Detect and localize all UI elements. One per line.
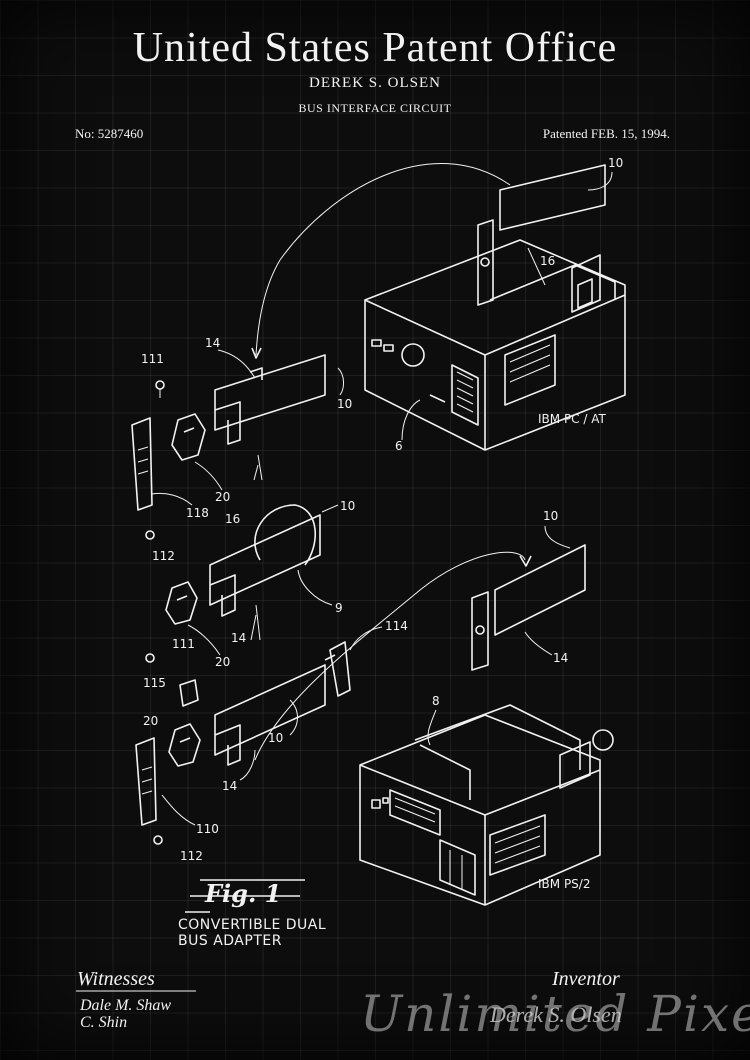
ref-10-top: 10 [608,156,623,170]
inventor-name: DEREK S. OLSEN [309,75,441,91]
adapter-assembly-lower [135,641,351,845]
ref-14-b: 14 [231,631,246,645]
ref-16-b: 16 [225,512,240,526]
ref-14-d: 14 [553,651,568,665]
ref-118: 118 [186,506,209,520]
caption-line-1: CONVERTIBLE DUAL [178,917,327,933]
witness-name-2: C. Shin [80,1014,128,1031]
ref-20-a: 20 [215,490,230,504]
inventor-signature: Derek S. Olsen [490,1002,622,1027]
ibm-pc-at-computer [364,164,626,451]
patent-date: Patented FEB. 15, 1994. [542,126,670,141]
adapter-assembly-middle [145,504,321,641]
ibm-ps2-computer [359,544,614,906]
ref-16-top: 16 [540,254,555,268]
figure-label: Fig. 1 [204,879,281,908]
ref-110: 110 [196,822,219,836]
inventor-heading: Inventor [552,968,620,990]
ref-115: 115 [143,676,166,690]
ref-111-b: 111 [172,637,195,651]
witness-rule [76,990,196,992]
ref-14-a: 14 [205,336,220,350]
page-title: United States Patent Office [132,25,618,71]
ref-20-c: 20 [143,714,158,728]
ref-112-a: 112 [152,549,175,563]
adapter-assembly-upper [131,354,326,511]
invention-title: BUS INTERFACE CIRCUIT [298,101,452,115]
caption-line-2: BUS ADAPTER [178,933,282,949]
figure-caption: CONVERTIBLE DUAL BUS ADAPTER [178,917,326,949]
ref-10-b: 10 [340,499,355,513]
ref-20-b: 20 [215,655,230,669]
ref-112-b: 112 [180,849,203,863]
ref-114: 114 [385,619,408,633]
ref-6: 6 [395,439,403,453]
label-ibm-ps2: IBM PS/2 [538,877,590,891]
ref-10-c: 10 [268,731,283,745]
figure-label-block: Fig. 1 [185,879,305,913]
label-ibm-pc-at: IBM PC / AT [538,412,607,426]
witness-name-1: Dale M. Shaw [80,997,172,1014]
ref-10-a: 10 [337,397,352,411]
ref-9: 9 [335,601,343,615]
ref-10-d: 10 [543,509,558,523]
witnesses-heading: Witnesses [77,968,155,990]
patent-number: No: 5287460 [75,126,144,141]
ref-14-c: 14 [222,779,237,793]
watermark: Unlimited Pixel [360,985,750,1043]
ref-8: 8 [432,694,440,708]
ref-111-a: 111 [141,352,164,366]
